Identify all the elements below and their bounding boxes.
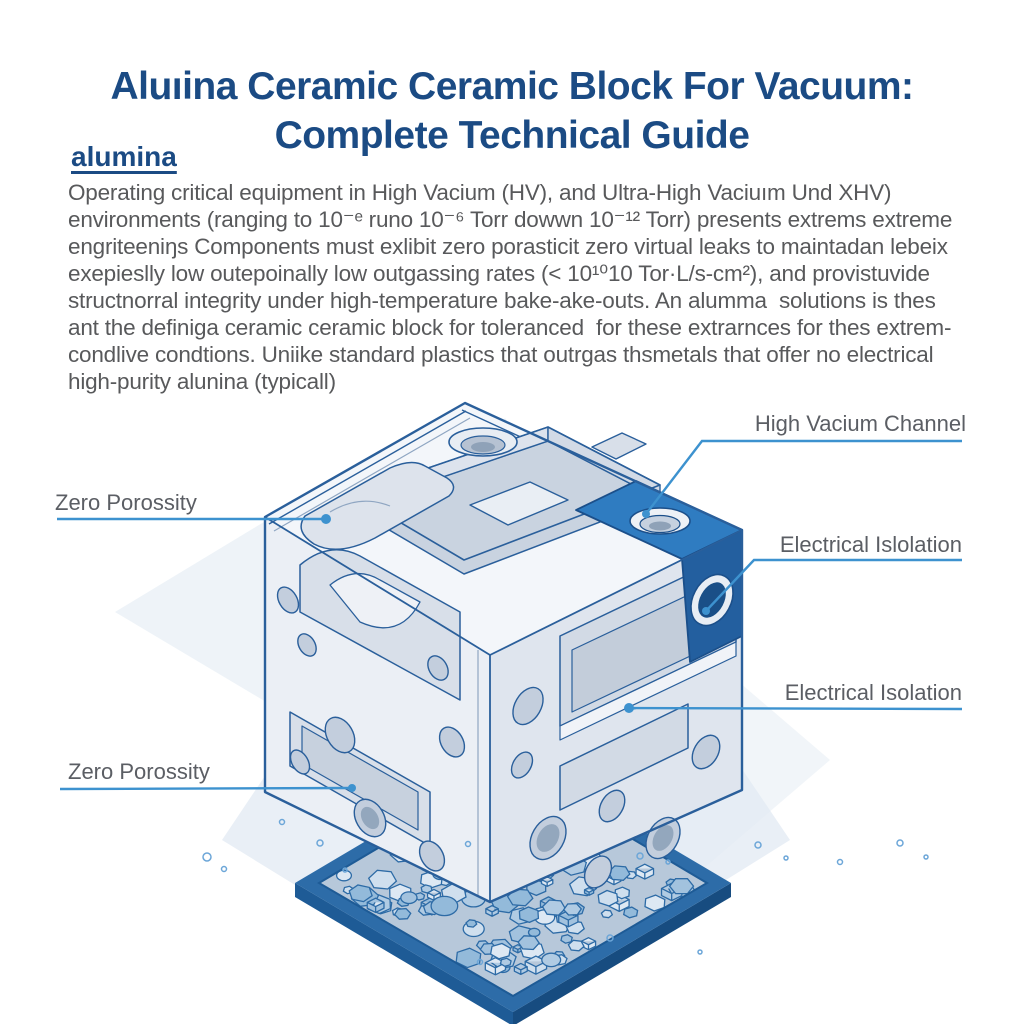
callout-zero-porosity-bottom: Zero Porossity: [68, 759, 210, 784]
intro-line: environments (ranging to 10⁻ᵉ runo 10⁻⁶ …: [68, 207, 953, 232]
callout-electrical-isolation-bottom: Electrical Isolation: [784, 680, 962, 705]
intro-line: condlive condtions. Uniike standard plas…: [68, 342, 934, 367]
intro-line: ant the definiga ceramic ceramic block f…: [68, 315, 952, 340]
leader-zero-porosity-bottom: [59, 786, 353, 791]
leader-lines: [57, 439, 963, 791]
page-title-line2: Complete Technical Guide: [274, 114, 750, 158]
intro-line: high-purity alunina (typicall): [68, 369, 336, 394]
bubbles: [202, 818, 929, 966]
intro-line: engriteeniŋs Components must exlibit zer…: [68, 234, 948, 259]
leader-high-vacuum-channel: [645, 439, 962, 515]
leader-electrical-isolation-top: [705, 558, 962, 612]
callout-electrical-isolation-top: Electrical Islolation: [779, 532, 962, 557]
intro-line: exepieslly low outepoinally low outgassi…: [68, 261, 930, 286]
callout-high-vacuum-channel: High Vacium Channel: [754, 411, 966, 436]
ceramic-block: [263, 401, 744, 904]
intro-line: structnorral integrity under high-temper…: [68, 288, 936, 313]
alumina-link[interactable]: alumina: [71, 141, 177, 172]
intro-paragraph: Operating critical equipment in High Vac…: [68, 179, 952, 395]
leader-electrical-isolation-bottom: [628, 706, 963, 711]
leader-dots: [321, 510, 710, 792]
page-title-line1: Aluıina Ceramic Ceramic Block For Vacuum…: [110, 65, 914, 109]
intro-line: Operating critical equipment in High Vac…: [68, 180, 892, 205]
callout-zero-porosity-top: Zero Porossity: [55, 490, 197, 515]
page-title: Aluıina Ceramic Ceramic Block For Vacuum…: [0, 62, 1024, 160]
